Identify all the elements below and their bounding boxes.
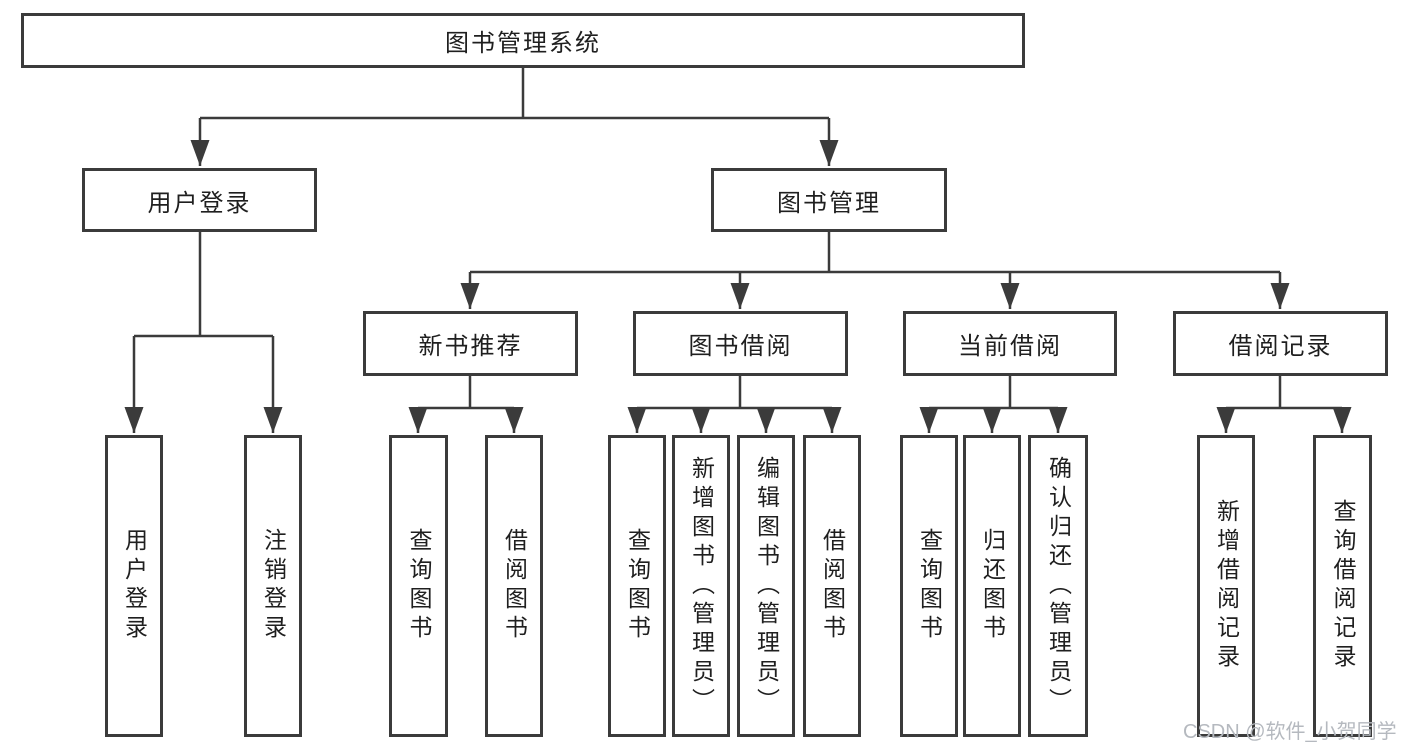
- csdn-watermark: CSDN @软件_小贺同学: [1183, 721, 1397, 743]
- connector-book-borrow-branch: [627, 376, 842, 433]
- connector-current-borrow-branch: [919, 376, 1068, 433]
- leaf-borrow-query-book: 查询图书: [608, 435, 666, 737]
- connector-borrow-record-branch: [1216, 376, 1352, 433]
- node-current-borrow: 当前借阅: [903, 311, 1117, 376]
- leaf-user-login: 用户登录: [105, 435, 163, 737]
- connector-new-book-branch: [408, 376, 524, 433]
- node-book-borrow: 图书借阅: [633, 311, 848, 376]
- leaf-current-return-book: 归还图书: [963, 435, 1021, 737]
- connector-user-login-branch: [124, 232, 283, 433]
- node-user-login: 用户登录: [82, 168, 317, 232]
- leaf-logout: 注销登录: [244, 435, 302, 737]
- leaf-borrow-edit-book-admin: 编辑图书（管理员）: [737, 435, 795, 737]
- node-borrow-record: 借阅记录: [1173, 311, 1388, 376]
- leaf-borrow-add-book-admin: 新增图书（管理员）: [672, 435, 730, 737]
- node-root-title: 图书管理系统: [21, 13, 1025, 68]
- connector-root-to-level2: [190, 68, 839, 166]
- leaf-record-add-record: 新增借阅记录: [1197, 435, 1255, 737]
- leaf-current-query-book: 查询图书: [900, 435, 958, 737]
- node-book-management: 图书管理: [711, 168, 947, 232]
- node-new-book-recommend: 新书推荐: [363, 311, 578, 376]
- leaf-newbook-query-book: 查询图书: [389, 435, 448, 737]
- leaf-borrow-borrow-book: 借阅图书: [803, 435, 861, 737]
- leaf-newbook-borrow-book: 借阅图书: [485, 435, 543, 737]
- leaf-current-confirm-return-admin: 确认归还（管理员）: [1028, 435, 1088, 737]
- leaf-record-query-record: 查询借阅记录: [1313, 435, 1372, 737]
- connector-book-mgmt-branch: [460, 232, 1290, 309]
